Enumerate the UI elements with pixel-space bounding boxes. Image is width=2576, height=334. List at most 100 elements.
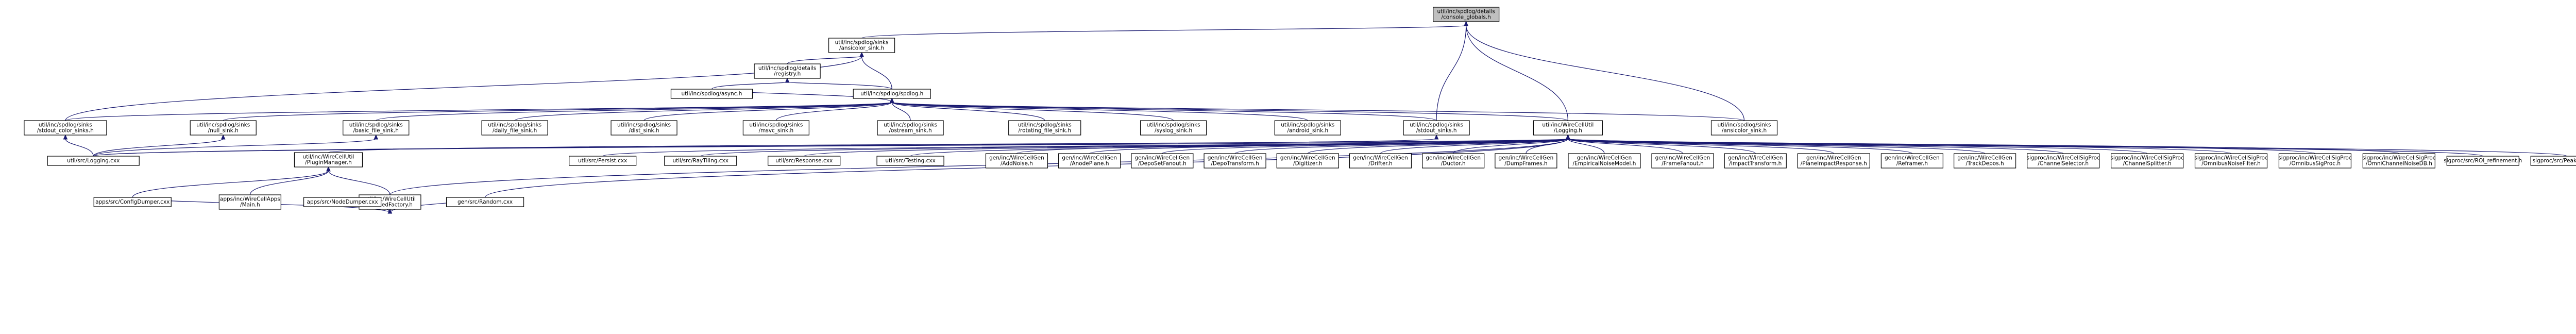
node-label-line: /Logging.h (1554, 128, 1582, 134)
graph-node-digitizer[interactable]: gen/inc/WireCellGen/Digitizer.h (1276, 153, 1339, 169)
dependency-edge (891, 102, 1745, 121)
dependency-edge (643, 102, 892, 121)
node-label-line: util/inc/spdlog/sinks (196, 122, 250, 128)
dependency-edge (376, 102, 892, 121)
node-label-line: /AnodePlane.h (1070, 161, 1109, 167)
graph-node-depotransform[interactable]: gen/inc/WireCellGen/DepoTransform.h (1204, 153, 1266, 169)
graph-node-reframer[interactable]: gen/inc/WireCellGen/Reframer.h (1880, 153, 1943, 169)
graph-node-registry[interactable]: util/inc/spdlog/details/registry.h (754, 63, 821, 79)
graph-node-dist-sink[interactable]: util/inc/spdlog/sinks/dist_sink.h (611, 120, 677, 136)
node-label-line: /basic_file_sink.h (353, 128, 399, 134)
graph-node-addnoise[interactable]: gen/inc/WireCellGen/AddNoise.h (985, 153, 1048, 169)
graph-node-response-cxx[interactable]: util/src/Response.cxx (768, 156, 841, 166)
node-label-line: /FrameFanout.h (1662, 161, 1704, 167)
node-label-line: /TrackDepos.h (1966, 161, 2004, 167)
node-label-line: /Drifter.h (1368, 161, 1392, 167)
graph-node-trackdepos[interactable]: gen/inc/WireCellGen/TrackDepos.h (1953, 153, 2016, 169)
dependency-edge (861, 56, 892, 90)
graph-node-plugin-manager[interactable]: util/inc/WireCellUtil/PluginManager.h (294, 152, 363, 168)
graph-node-omnichannelnoisedb[interactable]: sigproc/inc/WireCellSigProc/OmniChannelN… (2362, 153, 2436, 169)
node-box (2110, 153, 2184, 169)
node-label-line: gen/inc/WireCellGen (1135, 155, 1190, 161)
node-label-line: gen/inc/WireCellGen (1353, 155, 1408, 161)
node-label-line: /daily_file_sink.h (493, 128, 537, 134)
graph-node-empiricalnoisemodel[interactable]: gen/inc/WireCellGen/EmpiricalNoiseModel.… (1568, 153, 1641, 169)
graph-node-logging-h[interactable]: util/inc/WireCellUtil/Logging.h (1533, 120, 1603, 136)
graph-node-testing-cxx[interactable]: util/src/Testing.cxx (876, 156, 944, 166)
graph-node-ansicolor-sink-right[interactable]: util/inc/spdlog/sinks/ansicolor_sink.h (1710, 120, 1778, 136)
graph-node-raytiling-cxx[interactable]: util/src/RayTiling.cxx (664, 156, 737, 166)
graph-node-omnibusnoisefilter[interactable]: sigproc/inc/WireCellSigProc/OmnibusNoise… (2194, 153, 2268, 169)
edges-layer (63, 21, 2567, 214)
graph-node-config-dumper[interactable]: apps/src/ConfigDumper.cxx (93, 197, 172, 207)
dependency-edge (1453, 138, 1568, 154)
graph-node-ansicolor-sink-top[interactable]: util/inc/spdlog/sinks/ansicolor_sink.h (828, 38, 895, 53)
node-label-line: gen/inc/WireCellGen (1728, 155, 1783, 161)
node-box (1403, 120, 1470, 136)
graph-node-omnibussigproc[interactable]: sigproc/inc/WireCellSigProc/OmnibusSigPr… (2278, 153, 2352, 169)
node-label-line: apps/src/ConfigDumper.cxx (95, 199, 170, 205)
node-label-line: /Digitizer.h (1293, 161, 1322, 167)
dependency-arrowhead (374, 134, 379, 140)
graph-node-random-cxx[interactable]: gen/src/Random.cxx (446, 197, 524, 207)
dependency-edge (65, 138, 94, 157)
node-label-line: gen/inc/WireCellGen (989, 155, 1044, 161)
node-box (1274, 120, 1341, 136)
node-label-line: util/inc/spdlog/sinks (617, 122, 671, 128)
graph-node-peakfinding[interactable]: sigproc/src/PeakFinding.h (2530, 156, 2576, 166)
graph-node-anodeplane[interactable]: gen/inc/WireCellGen/AnodePlane.h (1058, 153, 1121, 169)
dependency-edge (787, 56, 862, 64)
graph-node-async[interactable]: util/inc/spdlog/async.h (670, 89, 753, 99)
graph-node-basic-file-sink[interactable]: util/inc/spdlog/sinks/basic_file_sink.h (343, 120, 410, 136)
node-label-line: /DepoSetFanout.h (1138, 161, 1187, 167)
node-box (1204, 153, 1266, 169)
graph-node-rotating-file-sink[interactable]: util/inc/spdlog/sinks/rotating_file_sink… (1008, 120, 1081, 136)
node-label-line: apps/inc/WireCellApps (220, 196, 280, 203)
graph-node-console-globals[interactable]: util/inc/spdlog/details/console_globals.… (1433, 7, 1500, 22)
dependency-edge (1567, 138, 1683, 154)
graph-node-roi-refinement[interactable]: sigproc/src/ROI_refinement.h (2444, 156, 2522, 166)
dependency-edge (389, 138, 1568, 195)
node-label-line: util/inc/spdlog/sinks (349, 122, 403, 128)
dependency-edge (891, 102, 1045, 121)
graph-node-apps-main[interactable]: apps/inc/WireCellApps/Main.h (218, 194, 281, 210)
node-box (664, 156, 737, 166)
node-label-line: gen/inc/WireCellGen (1577, 155, 1632, 161)
graph-node-node-dumper[interactable]: apps/src/NodeDumper.cxx (303, 197, 382, 207)
graph-node-dumpframes[interactable]: gen/inc/WireCellGen/DumpFrames.h (1495, 153, 1557, 169)
node-box (853, 89, 931, 99)
node-box (2530, 156, 2576, 166)
node-label-line: util/inc/spdlog/sinks (1410, 122, 1463, 128)
graph-node-null-sink[interactable]: util/inc/spdlog/sinks/null_sink.h (190, 120, 257, 136)
node-label-line: gen/inc/WireCellGen (1208, 155, 1263, 161)
node-label-line: util/inc/WireCellUtil (302, 154, 354, 160)
dependency-arrowhead (1566, 134, 1570, 140)
graph-node-channelsplitter[interactable]: sigproc/inc/WireCellSigProc/ChannelSplit… (2110, 153, 2184, 169)
graph-node-framefanout[interactable]: gen/inc/WireCellGen/FrameFanout.h (1651, 153, 1714, 169)
graph-node-impacttransform[interactable]: gen/inc/WireCellGen/ImpactTransform.h (1724, 153, 1787, 169)
node-label-line: /DepoTransform.h (1211, 161, 1259, 167)
dependency-edge (775, 102, 892, 121)
graph-node-ostream-sink[interactable]: util/inc/spdlog/sinks/ostream_sink.h (877, 120, 944, 136)
graph-node-android-sink[interactable]: util/inc/spdlog/sinks/android_sink.h (1274, 120, 1341, 136)
dependency-edge (891, 102, 911, 121)
node-label-line: /syslog_sink.h (1155, 128, 1192, 134)
node-label-line: /Ductor.h (1441, 161, 1466, 167)
graph-node-msvc-sink[interactable]: util/inc/spdlog/sinks/msvc_sink.h (742, 120, 809, 136)
graph-node-logging-cxx[interactable]: util/src/Logging.cxx (47, 156, 140, 166)
graph-node-syslog-sink[interactable]: util/inc/spdlog/sinks/syslog_sink.h (1140, 120, 1207, 136)
graph-node-planeimpactresponse[interactable]: gen/inc/WireCellGen/PlaneImpactResponse.… (1797, 153, 1870, 169)
graph-node-stdout-color-sinks[interactable]: util/inc/spdlog/sinks/stdout_color_sinks… (24, 120, 107, 136)
graph-node-persist-cxx[interactable]: util/src/Persist.cxx (569, 156, 637, 166)
node-box (1140, 120, 1207, 136)
node-box (1724, 153, 1787, 169)
graph-node-channelselector[interactable]: sigproc/inc/WireCellSigProc/ChannelSelec… (2026, 153, 2100, 169)
graph-node-ductor[interactable]: gen/inc/WireCellGen/Ductor.h (1422, 153, 1485, 169)
graph-node-deposetfanout[interactable]: gen/inc/WireCellGen/DepoSetFanout.h (1131, 153, 1194, 169)
graph-node-drifter[interactable]: gen/inc/WireCellGen/Drifter.h (1349, 153, 1412, 169)
graph-node-spdlog[interactable]: util/inc/spdlog/spdlog.h (853, 89, 931, 99)
graph-node-daily-file-sink[interactable]: util/inc/spdlog/sinks/daily_file_sink.h (481, 120, 548, 136)
graph-node-stdout-sinks[interactable]: util/inc/spdlog/sinks/stdout_sinks.h (1403, 120, 1470, 136)
node-box (2027, 153, 2100, 169)
node-box (877, 120, 944, 136)
